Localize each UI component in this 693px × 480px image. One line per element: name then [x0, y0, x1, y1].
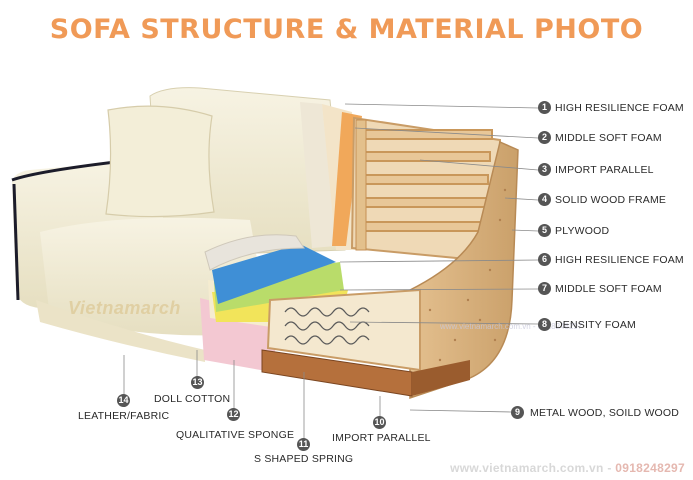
callout-11-number: 11	[297, 438, 310, 451]
callout-8-label: DENSITY FOAM	[555, 319, 636, 331]
callout-7-label: MIDDLE SOFT FOAM	[555, 283, 662, 295]
callout-11-label: S SHAPED SPRING	[254, 453, 353, 465]
callout-13-number: 13	[191, 376, 204, 389]
callout-9-label: METAL WOOD, SOILD WOOD	[530, 407, 679, 419]
callout-7-number: 7	[538, 282, 551, 295]
callout-6-label: HIGH RESILIENCE FOAM	[555, 254, 684, 266]
footer-website: www.vietnamarch.com.vn	[450, 461, 604, 475]
callout-5-label: PLYWOOD	[555, 225, 609, 237]
back-pillow	[106, 106, 214, 216]
callout-13-label: DOLL COTTON	[154, 393, 230, 405]
callout-1-number: 1	[538, 101, 551, 114]
callout-10-label: IMPORT PARALLEL	[332, 432, 431, 444]
callout-12-number: 12	[227, 408, 240, 421]
watermark-logo: Vietnamarch	[68, 298, 181, 319]
callout-4-label: SOLID WOOD FRAME	[555, 194, 666, 206]
callout-6-number: 6	[538, 253, 551, 266]
callout-3-number: 3	[538, 163, 551, 176]
callout-5-number: 5	[538, 224, 551, 237]
callout-4-number: 4	[538, 193, 551, 206]
callout-10-number: 10	[373, 416, 386, 429]
callout-2-number: 2	[538, 131, 551, 144]
callout-14-number: 14	[117, 394, 130, 407]
callout-9-number: 9	[511, 406, 524, 419]
callout-14-label: LEATHER/FABRIC	[78, 410, 169, 422]
footer-contact: www.vietnamarch.com.vn - 0918248297	[450, 461, 685, 475]
callout-3-label: IMPORT PARALLEL	[555, 164, 654, 176]
callout-2-label: MIDDLE SOFT FOAM	[555, 132, 662, 144]
callout-12-label: QUALITATIVE SPONGE	[176, 429, 294, 441]
callout-1-label: HIGH RESILIENCE FOAM	[555, 102, 684, 114]
footer-phone: 0918248297	[615, 461, 685, 475]
callout-8-number: 8	[538, 318, 551, 331]
